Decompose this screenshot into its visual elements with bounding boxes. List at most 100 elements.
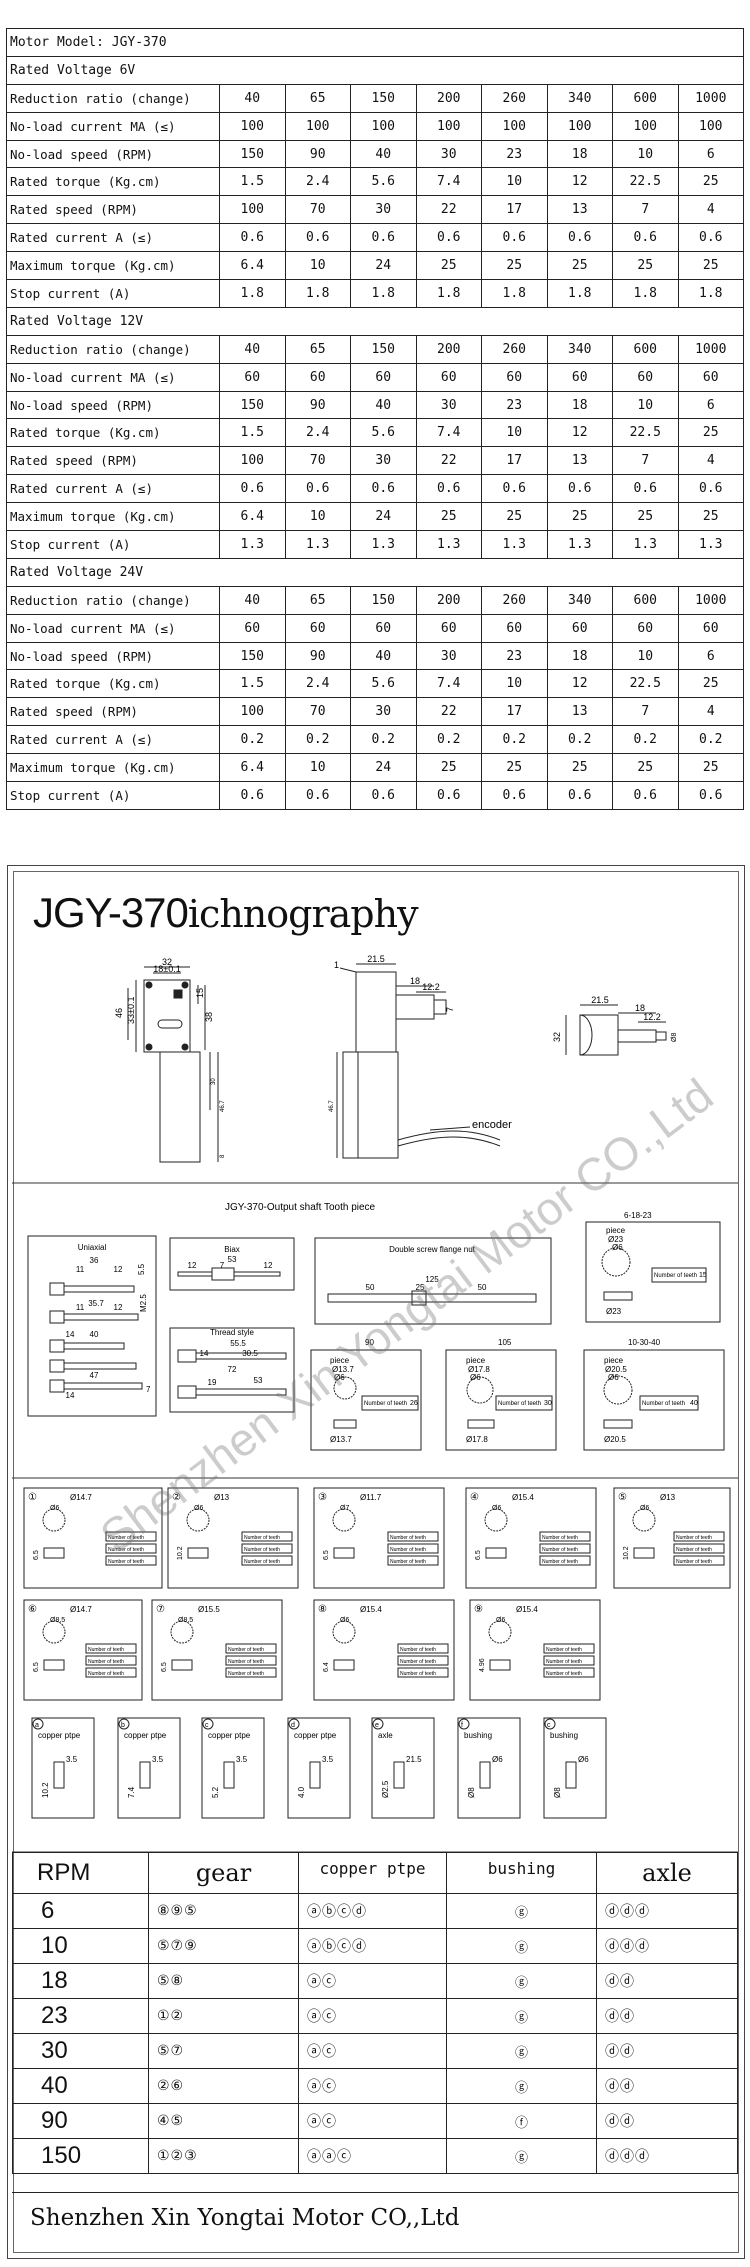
dim-front-46: 46: [114, 1008, 124, 1018]
gear-diameter: Ø15.4: [512, 1493, 534, 1502]
part-box: [457, 1717, 521, 1819]
spec-cell: 4: [677, 446, 744, 476]
gear-teeth-label: Number of teeth: [228, 1671, 264, 1677]
part-label: bushing: [550, 1731, 578, 1740]
part-shape: [393, 1761, 405, 1789]
teeth-label-2: Number of teeth: [364, 1401, 407, 1407]
teeth-40: 40: [690, 1400, 698, 1407]
spec-cell: 0.6: [350, 474, 417, 504]
part-tag: f: [461, 1722, 463, 1729]
spec-cell: 18: [546, 139, 613, 169]
rpm-value: 40: [12, 2068, 149, 2104]
gear-bore: Ø6: [492, 1505, 501, 1512]
gear-box: [23, 1487, 163, 1589]
spec-cell: 1.3: [284, 530, 351, 559]
uniaxial-shafts: [49, 1282, 143, 1393]
spec-label: Maximum torque (Kg.cm): [6, 753, 220, 783]
dim-front-18: 18±0.1: [153, 964, 180, 974]
spec-cell: 25: [546, 502, 613, 532]
part-tag-circle: [118, 1718, 130, 1730]
spec-cell: 30: [350, 697, 417, 727]
gear-diameter: Ø15.4: [516, 1605, 538, 1614]
gear-bore: Ø6: [640, 1505, 649, 1512]
spec-cell: 340: [546, 83, 613, 113]
spec-cell: 60: [350, 613, 417, 643]
spec-cell: 0.6: [677, 781, 744, 810]
spec-cell: 18: [546, 390, 613, 420]
gear-codes: ②⑥: [148, 2068, 299, 2104]
spec-label: Rated current A (≤): [6, 223, 220, 253]
spec-cell: 0.6: [415, 781, 482, 810]
spec-label: Reduction ratio (change): [6, 585, 220, 615]
spec-cell: 600: [612, 585, 679, 615]
spec-cell: 0.6: [612, 223, 679, 253]
part-dim-d: Ø2.5: [381, 1780, 390, 1798]
gear-teeth-box: [387, 1531, 439, 1542]
spec-cell: 100: [219, 697, 286, 727]
spec-cell: 25: [546, 251, 613, 281]
group-105: 105: [498, 1338, 512, 1347]
gear-side: [633, 1547, 655, 1559]
gear-box: [23, 1599, 143, 1701]
spec-cell: 30: [415, 390, 482, 420]
spec-cell: 1.3: [677, 530, 744, 559]
gear-teeth-box: [397, 1643, 449, 1654]
spec-label: Rated torque (Kg.cm): [6, 167, 220, 197]
axle-codes: ⓓⓓⓓ: [596, 1893, 738, 1929]
spec-label: No-load current MA (≤): [6, 362, 220, 392]
spec-cell: 0.2: [350, 725, 417, 755]
bushing-code: ⓖ: [446, 1963, 597, 1999]
spec-label: Rated torque (Kg.cm): [6, 418, 220, 448]
dim-front-467: 46.7: [220, 1100, 226, 1112]
part-dim-d: Ø8: [467, 1787, 476, 1798]
gear-teeth-box: [241, 1531, 293, 1542]
part-box: [371, 1717, 435, 1819]
biax-dim-53: 53: [228, 1255, 237, 1264]
gear-circle: [42, 1620, 66, 1644]
gear-codes: ①②③: [148, 2138, 299, 2174]
spec-cell: 7.4: [415, 418, 482, 448]
spec-label: Rated current A (≤): [6, 725, 220, 755]
thread-dim-55-5: 55.5: [230, 1339, 246, 1348]
spec-cell: 150: [219, 641, 286, 671]
company-name: Shenzhen Xin Yongtai Motor CO,,Ltd: [30, 2205, 460, 2231]
piece-1-d23b: Ø23: [606, 1307, 622, 1316]
part-box: [287, 1717, 351, 1819]
gear-teeth-box: [539, 1543, 591, 1554]
drawing-frame: [7, 865, 745, 2259]
gear-bore: Ø6: [194, 1505, 203, 1512]
gear-side: [187, 1547, 209, 1559]
spec-cell: 22.5: [612, 669, 679, 699]
spec-cell: 12: [546, 669, 613, 699]
gear-teeth-box: [543, 1643, 595, 1654]
spec-cell: 6: [677, 641, 744, 671]
part-tag-circle: [458, 1718, 470, 1730]
spec-label: Rated torque (Kg.cm): [6, 669, 220, 699]
uni-dim-11: 11: [76, 1265, 85, 1274]
spec-cell: 0.2: [219, 725, 286, 755]
uni-dim-36: 36: [90, 1256, 99, 1265]
piece-2-side: [333, 1419, 357, 1429]
rpm-value: 150: [12, 2138, 149, 2174]
piece-gear-4: [603, 1375, 633, 1405]
uni-dim-m25: M2.5: [139, 1294, 148, 1312]
spec-cell: 0.6: [415, 223, 482, 253]
piece-1-side: [603, 1291, 633, 1301]
spec-cell: 25: [481, 753, 548, 783]
gear-teeth-label: Number of teeth: [400, 1659, 436, 1665]
part-box: [31, 1717, 95, 1819]
dim-side-12-2: 12.2: [422, 982, 440, 992]
gear-teeth-label: Number of teeth: [88, 1659, 124, 1665]
copper-codes: ⓐⓑⓒⓓ: [298, 1928, 447, 1964]
spec-cell: 30: [415, 139, 482, 169]
bushing-code: ⓖ: [446, 1893, 597, 1929]
spec-cell: 1.5: [219, 167, 286, 197]
bushing-code: ⓖ: [446, 2033, 597, 2069]
